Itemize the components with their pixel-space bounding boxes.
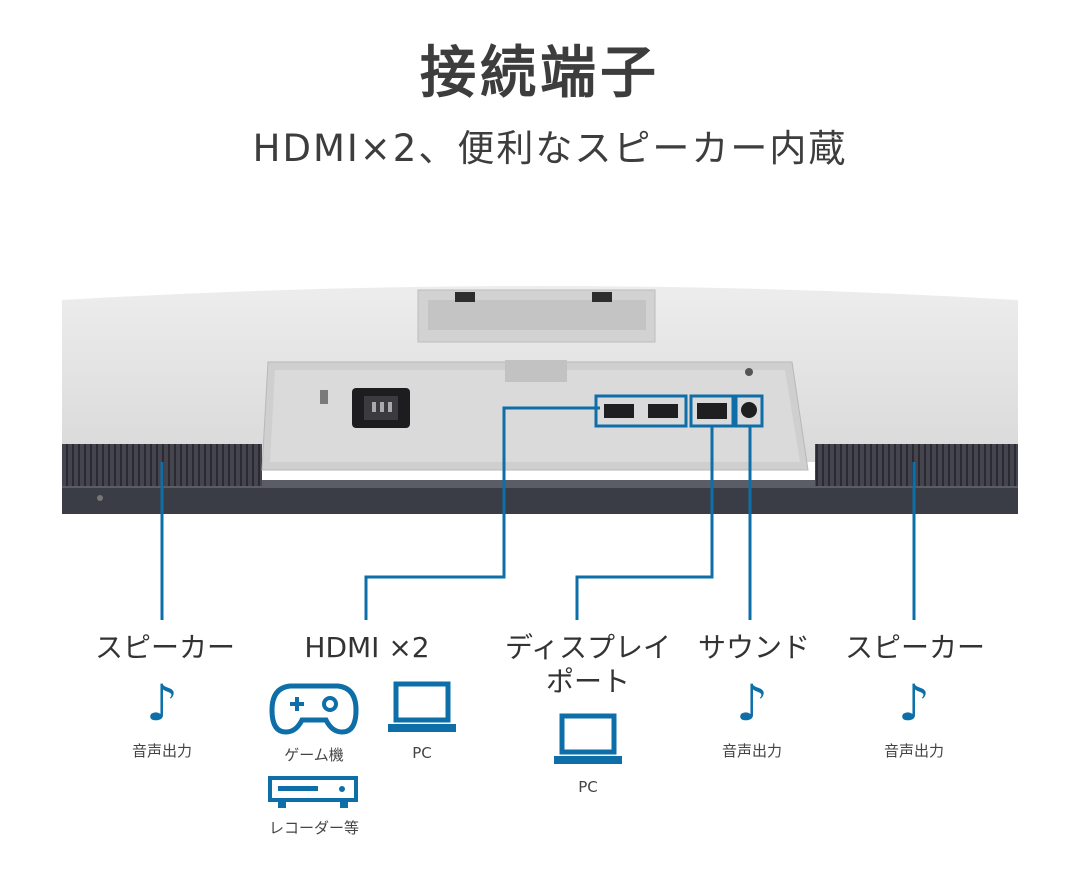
page-title: 接続端子 bbox=[420, 41, 660, 106]
laptop-icon bbox=[554, 713, 622, 764]
laptop-icon bbox=[388, 681, 456, 732]
recorder-caption: レコーダー等 bbox=[268, 819, 359, 837]
speaker-right-caption: 音声出力 bbox=[883, 742, 944, 760]
displayport-connector bbox=[575, 426, 714, 620]
displayport-pc-caption: PC bbox=[578, 778, 598, 796]
speaker-grille-right bbox=[815, 444, 1018, 486]
sound-label: サウンド bbox=[697, 631, 810, 664]
speaker-left-caption: 音声出力 bbox=[131, 742, 192, 760]
gamepad-icon bbox=[269, 683, 359, 735]
page-subtitle: HDMI×2、便利なスピーカー内蔵 bbox=[252, 127, 848, 170]
recorder-icon bbox=[268, 776, 358, 808]
hdmi-label: HDMI ×2 bbox=[304, 631, 430, 664]
hdmi-ports-highlight bbox=[594, 394, 688, 428]
music-note-icon: ♪ bbox=[736, 674, 768, 732]
laptop-caption: PC bbox=[412, 744, 432, 762]
monitor-bottom-edge bbox=[62, 486, 1018, 514]
sound-caption: 音声出力 bbox=[721, 742, 782, 760]
music-note-icon: ♪ bbox=[898, 674, 930, 732]
speaker-left-label: スピーカー bbox=[94, 631, 235, 664]
speaker-right-label: スピーカー bbox=[844, 631, 985, 664]
displayport-label-line1: ディスプレイ bbox=[504, 631, 672, 664]
gamepad-caption: ゲーム機 bbox=[284, 746, 344, 764]
music-note-icon: ♪ bbox=[146, 674, 178, 732]
displayport-label-line2: ポート bbox=[545, 665, 630, 698]
hdmi-connector bbox=[364, 406, 600, 620]
